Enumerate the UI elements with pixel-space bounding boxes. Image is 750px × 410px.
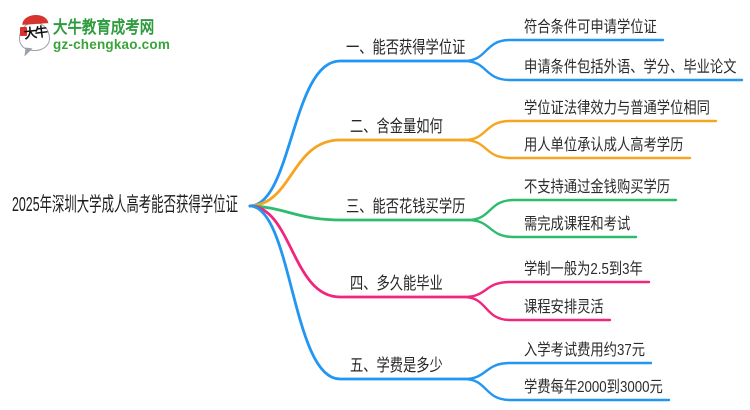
branch-4-label: 四、多久能毕业 <box>350 274 443 293</box>
leaf-3-1-label: 不支持通过金钱购买学历 <box>524 179 671 196</box>
leaf-5-1-label: 入学考试费用约37元 <box>524 342 646 359</box>
site-logo[interactable]: 大牛 大牛教育成考网 gz-chengkao.com <box>18 13 171 58</box>
branch-5-label: 五、学费是多少 <box>350 356 443 375</box>
leaf-1-2-underline <box>462 59 744 82</box>
leaf-5-1-underline <box>462 361 653 381</box>
leaf-1-1-underline <box>462 38 665 63</box>
leaf-4-2-label: 课程安排灵活 <box>524 299 604 316</box>
speech-bubble-tail <box>24 47 33 58</box>
leaf-3-1-underline <box>466 198 678 222</box>
leaf-2-2-underline <box>462 138 692 160</box>
leaf-4-1-underline <box>462 280 651 299</box>
branch-1-line <box>248 59 466 208</box>
leaf-5-2-underline <box>462 377 671 402</box>
branch-3-line <box>248 204 470 222</box>
branch-3-label: 三、能否花钱买学历 <box>346 197 466 216</box>
leaf-2-2-label: 用人单位承认成人高考学历 <box>524 137 684 154</box>
logo-red-seal <box>20 27 27 36</box>
leaf-4-2-underline <box>462 295 612 322</box>
leaf-1-2-label: 申请条件包括外语、学分、毕业论文 <box>524 59 737 76</box>
branch-2-label: 二、含金量如何 <box>350 117 443 136</box>
leaf-3-2-label: 需完成课程和考试 <box>524 216 631 233</box>
leaf-2-1-label: 学位证法律效力与普通学位相同 <box>524 100 710 117</box>
site-name: 大牛教育成考网 <box>53 18 155 37</box>
branch-4-line <box>248 204 466 299</box>
leaf-1-1-label: 符合条件可申请学位证 <box>524 19 657 36</box>
branch-1-label: 一、能否获得学位证 <box>346 38 466 57</box>
site-domain: gz-chengkao.com <box>53 37 171 52</box>
logo-bubble-icon: 大牛 <box>18 14 52 58</box>
leaf-3-2-underline <box>466 218 638 239</box>
branch-2-line <box>248 138 466 208</box>
branch-5-line <box>248 204 466 381</box>
root-topic: 2025年深圳大学成人高考能否获得学位证 <box>12 194 238 216</box>
leaf-4-1-label: 学制一般为2.5到3年 <box>524 261 643 278</box>
leaf-5-2-label: 学费每年2000到3000元 <box>524 379 663 396</box>
leaf-2-1-underline <box>462 119 718 142</box>
